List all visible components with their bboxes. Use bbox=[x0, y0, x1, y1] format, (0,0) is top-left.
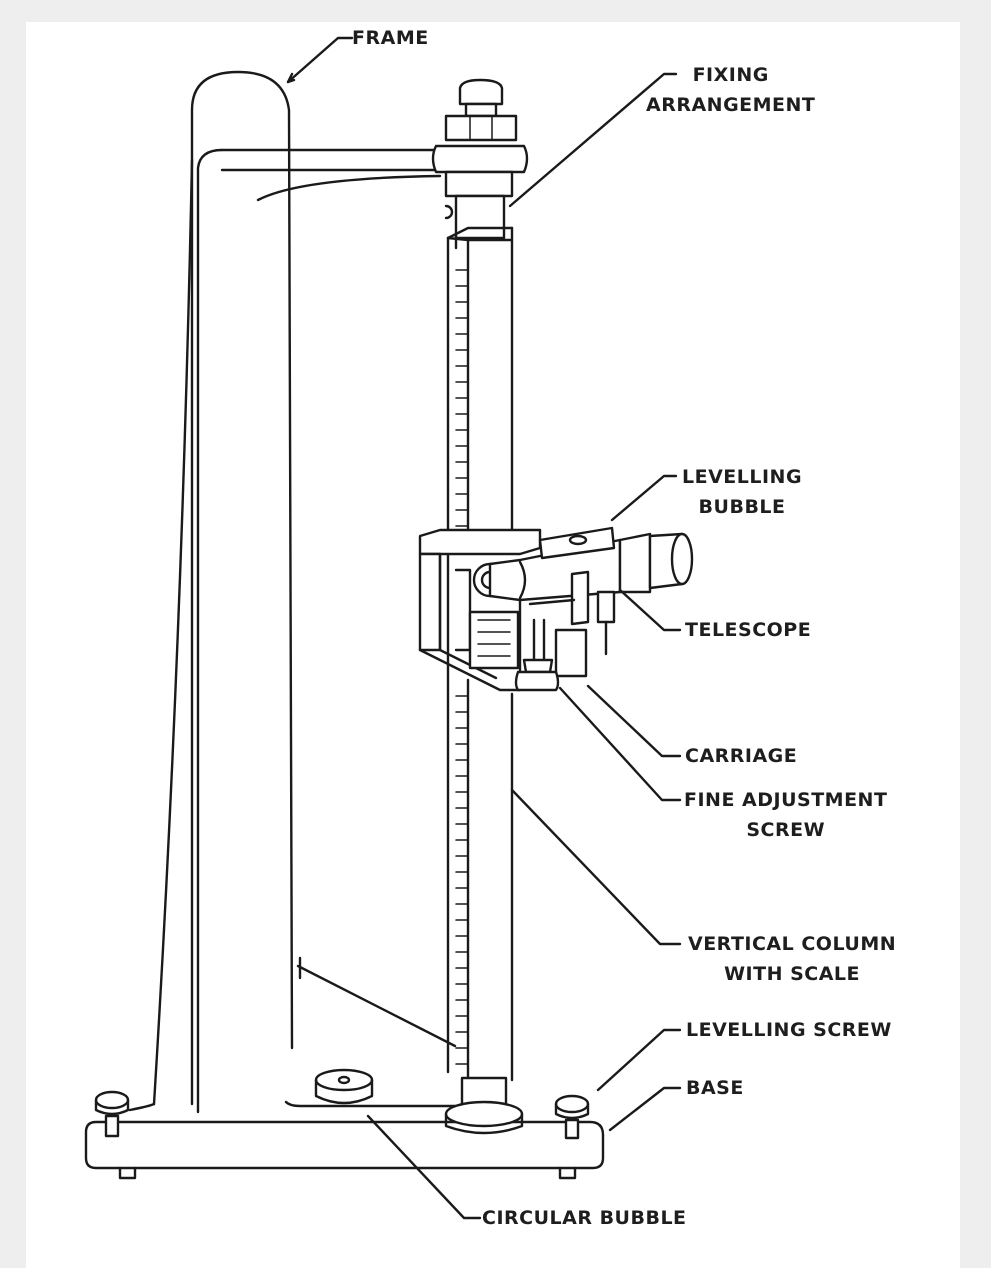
label-fixing-line1: FIXING bbox=[692, 64, 769, 86]
label-vertical-column: VERTICAL COLUMN WITH SCALE bbox=[688, 929, 896, 989]
cathetometer-drawing bbox=[84, 36, 694, 1220]
label-base: BASE bbox=[686, 1077, 744, 1099]
label-levelling-screw: LEVELLING SCREW bbox=[686, 1019, 892, 1041]
levelling-screw-right bbox=[554, 1094, 590, 1140]
label-levelling-bubble: LEVELLING BUBBLE bbox=[682, 462, 802, 522]
leader-lines bbox=[286, 36, 682, 1220]
carriage bbox=[418, 528, 588, 692]
label-vertical-col-line1: VERTICAL COLUMN bbox=[688, 933, 897, 955]
vertical-column bbox=[444, 226, 524, 1135]
label-fixing-arrangement: FIXING ARRANGEMENT bbox=[646, 60, 815, 120]
base-plate bbox=[84, 1120, 605, 1180]
label-fixing-line2: ARRANGEMENT bbox=[646, 94, 816, 116]
telescope bbox=[472, 526, 694, 656]
circular-bubble bbox=[314, 1068, 374, 1105]
label-carriage: CARRIAGE bbox=[685, 745, 798, 767]
diagram-canvas: FRAME FIXING ARRANGEMENT LEVELLING BUBBL… bbox=[26, 22, 960, 1268]
frame bbox=[128, 70, 462, 1114]
label-fine-adj-line1: FINE ADJUSTMENT bbox=[684, 789, 888, 811]
fixing-arrangement bbox=[431, 78, 529, 250]
label-telescope: TELESCOPE bbox=[685, 619, 812, 641]
scale-ticks-lower bbox=[455, 695, 469, 1065]
levelling-screw-left bbox=[94, 1090, 130, 1138]
fine-adjustment-screw bbox=[514, 618, 560, 692]
label-levelling-bubble-line2: BUBBLE bbox=[698, 496, 786, 518]
label-frame: FRAME bbox=[352, 27, 429, 49]
label-vertical-col-line2: WITH SCALE bbox=[724, 963, 861, 985]
label-circular-bubble: CIRCULAR BUBBLE bbox=[482, 1207, 687, 1229]
label-fine-adj-line2: SCREW bbox=[746, 819, 826, 841]
scale-ticks-upper bbox=[455, 269, 469, 527]
label-fine-adjustment-screw: FINE ADJUSTMENT SCREW bbox=[684, 785, 887, 845]
label-levelling-bubble-line1: LEVELLING bbox=[682, 466, 803, 488]
